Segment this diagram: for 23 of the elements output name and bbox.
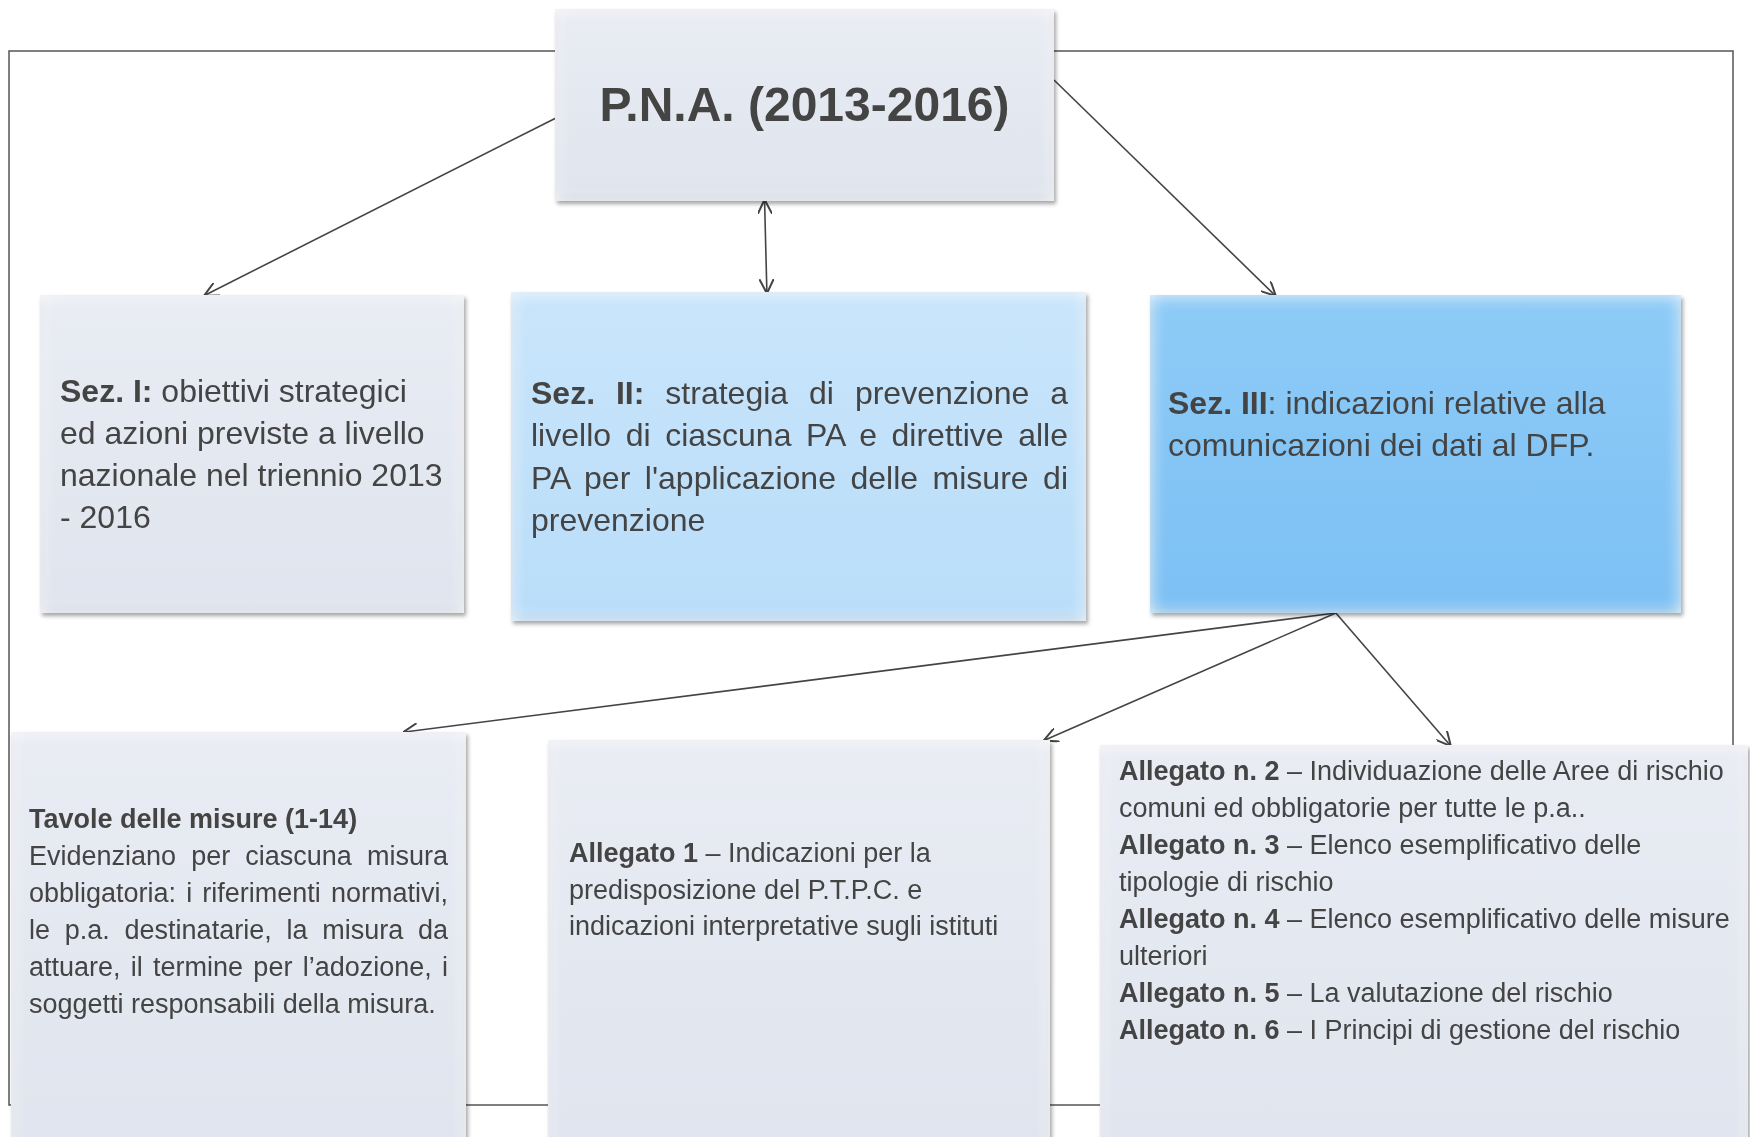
title-box — [555, 9, 1054, 201]
body-text: Evidenziano per ciascuna misura obbligatoria: i riferimenti normativi, le p.a. destinatarie, la misura da attuare, il termine per l’adozione, i soggetti responsabili della misura. — [29, 840, 448, 1021]
arrow — [1335, 612, 1452, 748]
section-box — [11, 732, 466, 1137]
section-box — [511, 292, 1086, 621]
body-text: Allegato n. 2 – Individuazione delle Aree di rischio comuni ed obbligatorie per tutte le p.a.. — [1119, 755, 1725, 825]
section-box — [1150, 295, 1681, 613]
body-text: Allegato 1 – Indicazioni per la predisposizione del P.T.P.C. e indicazioni interpretative sugli istituti — [569, 836, 1000, 944]
section-box — [40, 295, 464, 613]
arrow — [1042, 612, 1337, 743]
body-text: Allegato n. 3 – Elenco esemplificativo delle tipologie di rischio — [1119, 828, 1643, 899]
arrow — [1053, 79, 1277, 297]
body-text: Allegato n. 6 – I Principi di gestione del rischio — [1119, 1013, 1682, 1047]
body-text: Allegato n. 4 – Elenco esemplificativo delle misure ulteriori — [1119, 902, 1731, 973]
section-box — [548, 740, 1050, 1137]
body-text: Sez. II: strategia di prevenzione a livello di ciascuna PA e direttive alle PA per l'applicazione delle misure di prevenzione — [531, 374, 1068, 540]
section-box — [1100, 745, 1748, 1137]
body-text: Sez. III: indicazioni relative alla comunicazioni dei dati al DFP. — [1168, 383, 1607, 465]
arrow — [203, 117, 556, 297]
body-text: Allegato n. 5 – La valutazione del rischio — [1119, 976, 1614, 1010]
body-text: P.N.A. (2013-2016) — [598, 77, 1011, 134]
heading-text: Tavole delle misure (1-14) — [29, 803, 359, 837]
body-text: Sez. I: obiettivi strategici ed azioni previste a livello nazionale nel triennio 2013 - 2016 — [60, 371, 444, 538]
